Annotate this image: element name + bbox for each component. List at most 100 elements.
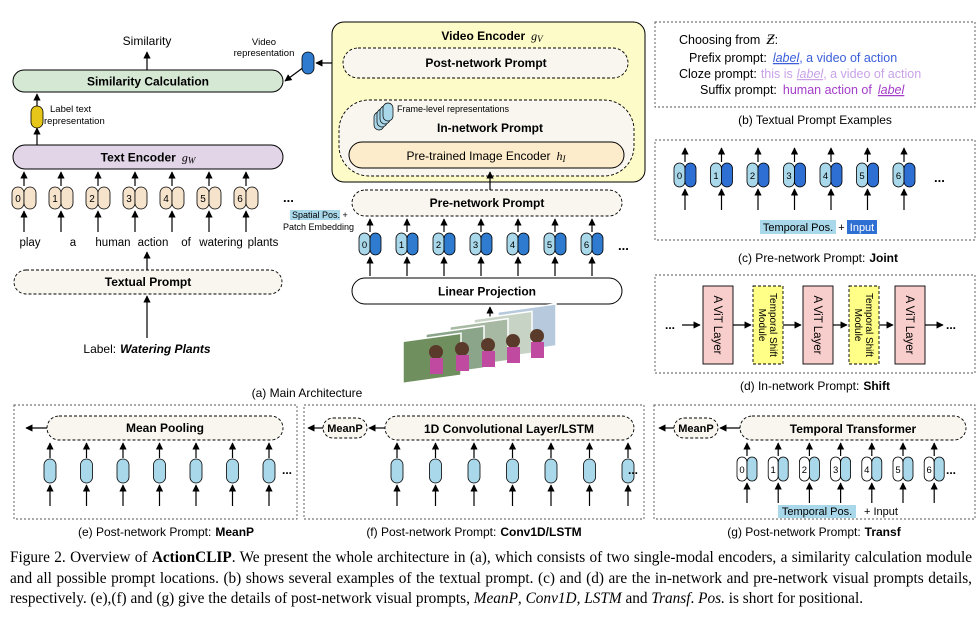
similarity-output-label: Similarity	[123, 34, 172, 48]
g-temporal-pos-label: Temporal Pos.	[782, 506, 852, 518]
linear-projection-label: Linear Projection	[438, 285, 536, 299]
conv-token	[429, 458, 442, 484]
transf-token-id-label: 0	[739, 465, 744, 476]
joint-input-token	[757, 162, 770, 188]
main-architecture-caption: (a) Main Architecture	[252, 386, 363, 400]
text-embedding-token	[208, 186, 222, 210]
conv1d-lstm-label: 1D Convolutional Layer/LSTM	[424, 422, 594, 436]
meanp-token-row	[43, 442, 276, 506]
joint-input-token	[830, 162, 843, 188]
f-meanp-label: MeanP	[327, 423, 362, 435]
conv-token	[583, 458, 596, 484]
label-text-representation-token	[30, 105, 44, 129]
conv-token	[390, 458, 404, 484]
text-embedding-token	[245, 186, 259, 210]
text-embedding-token	[134, 186, 148, 210]
shift-ellipsis-right: ...	[946, 318, 956, 332]
joint-token-id-label: 6	[896, 171, 901, 182]
joint-input-token	[684, 162, 697, 188]
text-embedding-token	[23, 186, 37, 210]
temporal-shift-module-2-label: Temporal ShiftModule	[852, 293, 874, 357]
panel-d-frame	[654, 274, 976, 374]
joint-token-id-label: 1	[713, 171, 718, 182]
video-token-id-label: 4	[510, 240, 515, 251]
video-representation-token	[301, 51, 315, 75]
conv-ellipsis: ...	[628, 463, 638, 477]
conv-token	[621, 458, 635, 484]
panel-f-frame	[303, 404, 645, 520]
joint-token-id-label: 3	[786, 171, 791, 182]
in-network-prompt-label: In-network Prompt	[437, 121, 543, 135]
video-frames	[402, 303, 557, 385]
panel-d: ... A ViT Layer Temporal ShiftModule A V…	[654, 274, 976, 393]
pre-network-prompt-box	[351, 189, 623, 217]
prompt-word: watering	[198, 237, 242, 249]
frame-level-label: Frame-level representations	[397, 104, 510, 114]
video-token-ellipsis: ...	[618, 238, 629, 253]
video-patch-token	[369, 232, 382, 256]
joint-ellipsis: ...	[934, 170, 945, 185]
joint-input-token	[721, 162, 733, 188]
text-token-id-label: 1	[52, 194, 58, 205]
input-chip	[847, 220, 877, 234]
transf-input-token	[777, 456, 789, 482]
video-token-id-label: 5	[547, 240, 552, 251]
pre-network-prompt-label: Pre-network Prompt	[430, 196, 545, 210]
meanp-token	[116, 458, 130, 484]
meanp-token	[80, 458, 93, 484]
video-token-id-label: 2	[436, 240, 441, 251]
g-meanp-label: MeanP	[678, 423, 713, 435]
panel-g-frame	[653, 404, 976, 520]
spatial-pos-highlight	[290, 210, 340, 220]
spatial-pos-line1: Spatial Pos. +	[292, 210, 348, 220]
text-token-id-label: 4	[163, 194, 169, 205]
main-architecture: Similarity Similarity Calculation Label …	[11, 21, 646, 400]
post-network-prompt-label: Post-network Prompt	[425, 56, 546, 70]
transf-token-id-label: 5	[895, 465, 900, 476]
label-text-repr-line2: representation	[44, 116, 105, 127]
meanp-token	[153, 458, 166, 484]
transf-input-token	[871, 456, 883, 482]
video-patch-token	[517, 232, 530, 256]
vit-layer-1	[702, 285, 734, 365]
transf-input-token	[840, 456, 851, 482]
panel-c-caption: (c) Pre-network Prompt:Joint	[738, 251, 898, 265]
panel-e-caption: (e) Post-network Prompt:MeanP	[78, 525, 254, 539]
similarity-calculation-box	[12, 69, 284, 93]
video-repr-line2: representation	[234, 48, 295, 59]
temporal-shift-module-2	[848, 285, 880, 365]
video-token-id-label: 3	[473, 240, 478, 251]
text-token-id-label: 0	[15, 194, 21, 205]
joint-token-id-label: 5	[859, 171, 864, 182]
video-patch-token	[554, 232, 567, 256]
temporal-shift-module-1-label: Temporal ShiftModule	[756, 293, 778, 357]
temporal-shift-module-1	[752, 285, 784, 365]
video-patch-token	[591, 232, 604, 256]
temporal-transformer-label: Temporal Transformer	[790, 422, 917, 436]
panel-c-frame	[654, 139, 976, 241]
video-token-id-label: 0	[362, 240, 367, 251]
video-token-id-label: 6	[584, 240, 589, 251]
video-patch-token	[406, 232, 419, 256]
transf-input-token	[933, 456, 945, 482]
panel-d-caption: (d) In-network Prompt:Shift	[740, 379, 890, 393]
temporal-transformer-box	[739, 415, 967, 441]
prompt-word: a	[70, 237, 77, 249]
meanp-token	[226, 458, 239, 484]
video-patch-token	[443, 232, 456, 256]
meanp-token	[262, 458, 276, 484]
transf-input-token	[809, 456, 820, 482]
joint-token-id-label: 2	[750, 171, 755, 182]
vit-layer-3	[894, 285, 926, 365]
text-token-id-label: 2	[89, 194, 95, 205]
text-embedding-token	[97, 186, 111, 210]
